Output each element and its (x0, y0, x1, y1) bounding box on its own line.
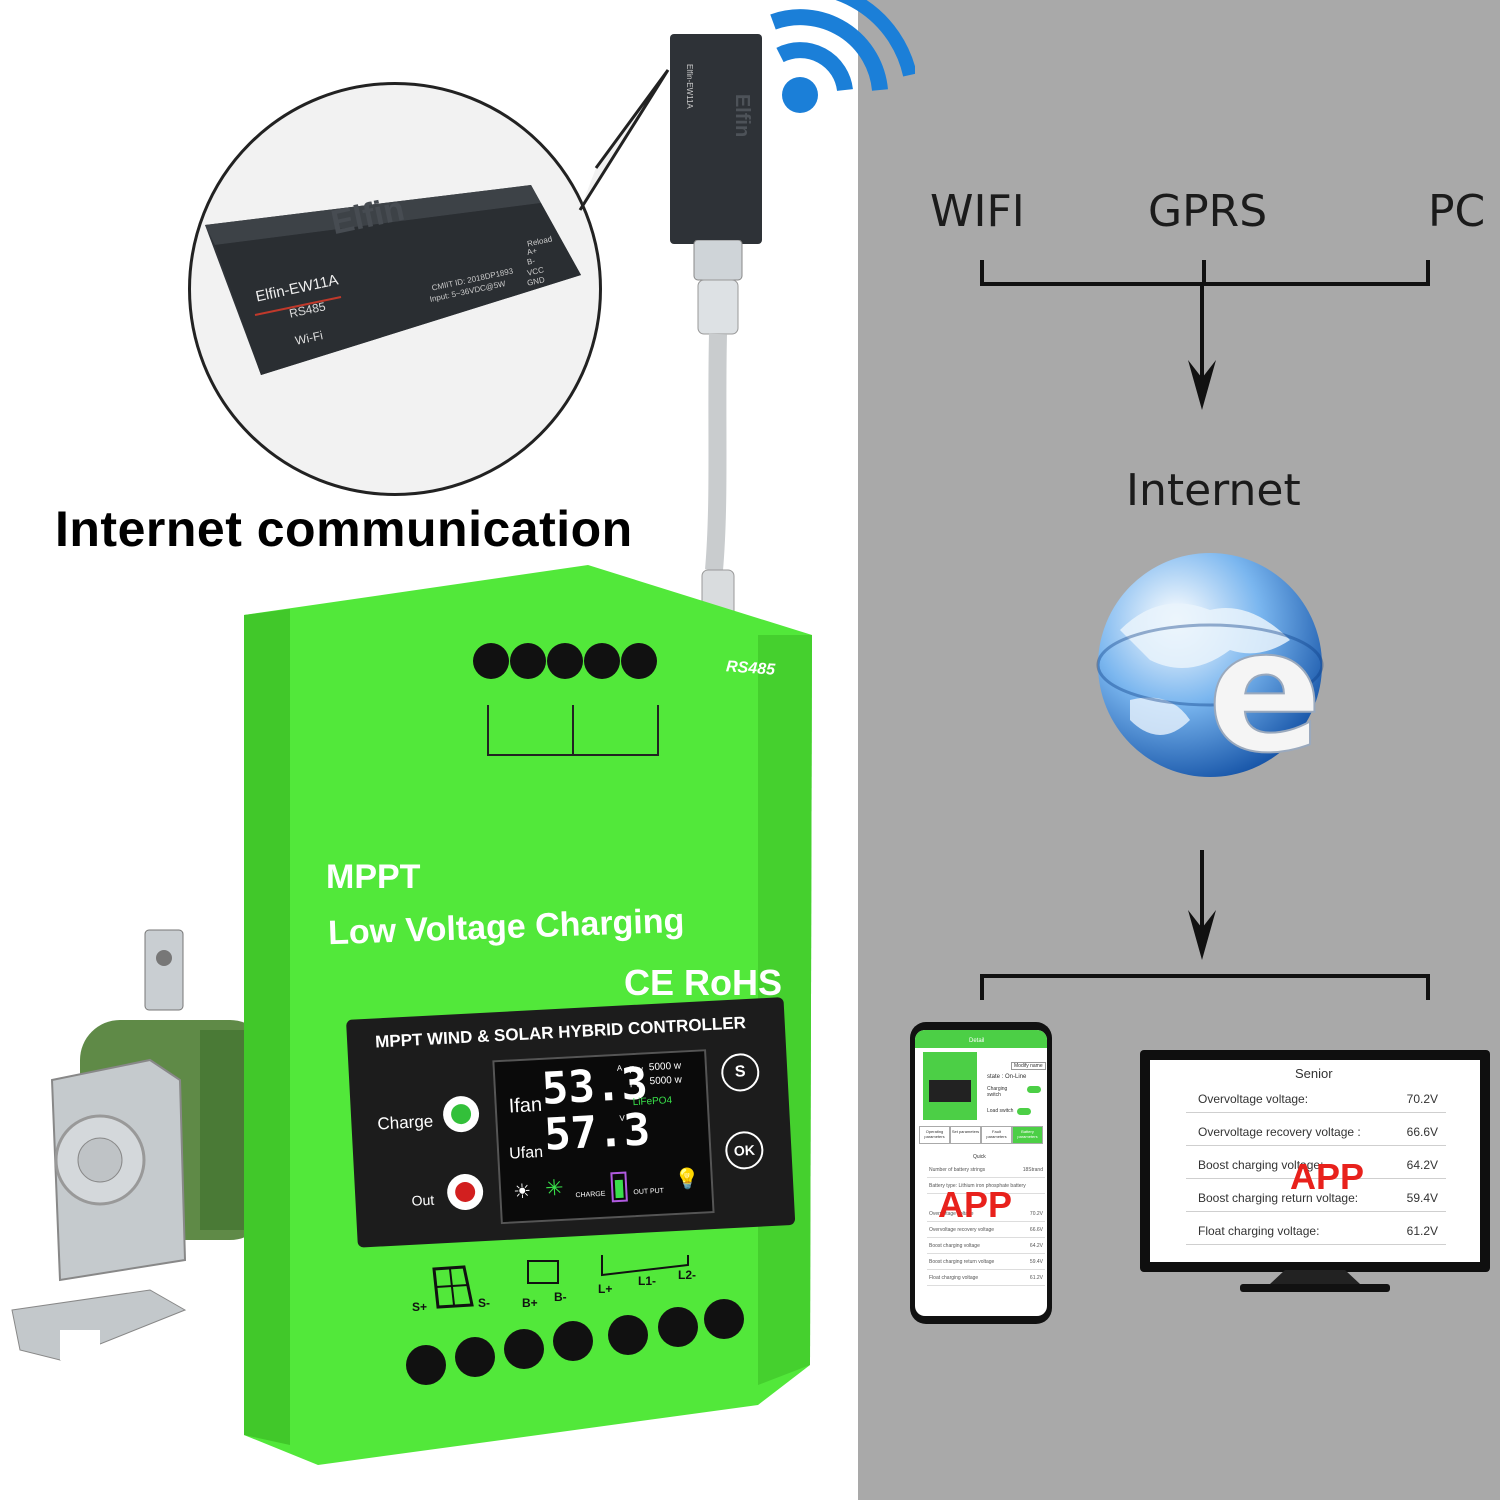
lcd-screen: Ifan 53.3 A 57.3 V Ufan Pw 5000 w Pr 500… (492, 1049, 715, 1225)
phone-state: state : On-Line (987, 1074, 1027, 1080)
charge-led (442, 1095, 481, 1134)
monitor-app-label: APP (1290, 1156, 1365, 1197)
phone-tab-operating[interactable]: Operating parameters (919, 1126, 950, 1144)
lcd-wind-icon: ✳ (544, 1174, 565, 1201)
wifi-module: Elfin Elfin-EW11A (670, 34, 762, 244)
bottom-terminal-block (406, 1299, 744, 1385)
terminal-l-plus: L+ (598, 1282, 613, 1296)
terminal-l1-minus: L1- (638, 1274, 656, 1288)
phone-row: Battery type: Lithium iron phosphate bat… (927, 1178, 1045, 1194)
smartphone: Detail Modify name state : On-Line Charg… (910, 1022, 1052, 1324)
battery-symbol (527, 1260, 559, 1284)
terminal-l2-minus: L2- (678, 1268, 696, 1282)
ok-button[interactable]: OK (724, 1130, 765, 1171)
merge-bracket (980, 260, 1430, 410)
terminal-b-minus: B- (554, 1290, 567, 1304)
monitor-screen: Senior Overvoltage voltage:70.2V Overvol… (1150, 1060, 1480, 1262)
feature-mppt: MPPT (326, 858, 421, 896)
s-button[interactable]: S (720, 1052, 761, 1093)
lcd-bulb-icon: 💡 (674, 1167, 701, 1191)
lcd-output-label: OUT PUT (633, 1187, 665, 1197)
internet-label: Internet (1126, 465, 1301, 516)
top-terminal-block (473, 643, 657, 679)
phone-modify-button[interactable]: Modify name (1011, 1062, 1046, 1070)
callout-tail (578, 69, 670, 211)
lcd-battery-icon (610, 1171, 628, 1203)
svg-text:e: e (1207, 593, 1322, 790)
phone-tab-set[interactable]: Set parameters (950, 1126, 981, 1144)
phone-tab-fault[interactable]: Fault parameters (981, 1126, 1012, 1144)
lcd-charge-label: CHARGE (575, 1190, 606, 1200)
panel-title: MPPT WIND & SOLAR HYBRID CONTROLLER (374, 1013, 747, 1052)
module-brand-small: Elfin (731, 93, 754, 138)
monitor-row: Float charging voltage:61.2V (1186, 1212, 1446, 1245)
lcd-label-ufan: Ufan (508, 1143, 544, 1163)
option-wifi: WIFI (930, 186, 1025, 237)
phone-load-toggle[interactable] (1017, 1108, 1031, 1115)
headline: Internet communication (55, 501, 633, 557)
monitor-row: Overvoltage recovery voltage :66.6V (1186, 1113, 1446, 1146)
lcd-pw-value: 5000 w (648, 1060, 682, 1074)
monitor-row: Boost charging return voltage:59.4V (1186, 1179, 1446, 1212)
lcd-pr-label: Pr (629, 1078, 641, 1091)
out-led (446, 1173, 485, 1211)
lcd-unit-v: V (619, 1113, 626, 1123)
phone-device-thumbnail (923, 1052, 977, 1120)
terminal-s-plus: S+ (412, 1300, 428, 1314)
solar-panel-symbol (432, 1265, 474, 1309)
module-zoom-drawing (205, 185, 581, 375)
rs485-port-label: RS485 (725, 658, 776, 679)
monitor-row: Overvoltage voltage:70.2V (1186, 1080, 1446, 1113)
charge-indicator-label: Charge (376, 1111, 434, 1134)
lcd-label-ifan: Ifan (508, 1093, 543, 1118)
phone-load-switch-label: Load switch (987, 1108, 1014, 1114)
split-bracket (980, 850, 1430, 1000)
lcd-pr-value: 5000 w (649, 1074, 683, 1088)
phone-header-title: Detail (969, 1038, 985, 1044)
terminal-s-minus: S- (478, 1296, 490, 1310)
feature-ce-rohs: CE RoHS (624, 962, 783, 1003)
lcd-battery-type: LiFePO4 (632, 1095, 673, 1109)
load-symbol (601, 1255, 689, 1277)
monitor: Senior Overvoltage voltage:70.2V Overvol… (1140, 1050, 1490, 1272)
lcd-unit-a: A (616, 1063, 623, 1073)
phone-charging-switch-label: Charging switch (987, 1086, 1008, 1098)
module-zoom-pin-b: B- (526, 256, 536, 267)
lcd-value-voltage: 57.3 (542, 1104, 652, 1161)
phone-header-bar: Detail (915, 1030, 1047, 1048)
option-pc: PC (1428, 186, 1486, 237)
monitor-stand (1240, 1270, 1390, 1292)
phone-screen: Detail Modify name state : On-Line Charg… (915, 1030, 1047, 1316)
out-indicator-label: Out (411, 1191, 435, 1209)
phone-tabs: Operating parameters Set parameters Faul… (919, 1126, 1043, 1144)
option-gprs: GPRS (1148, 186, 1268, 237)
lcd-pw-label: Pw (628, 1064, 644, 1077)
wifi-signal-icon (770, 0, 915, 113)
module-model-small: Elfin-EW11A (685, 64, 694, 109)
terminal-b-plus: B+ (522, 1296, 538, 1310)
display-panel: MPPT WIND & SOLAR HYBRID CONTROLLER Char… (346, 997, 796, 1248)
wind-generator-image (11, 929, 280, 1361)
phone-quick-label: Quick (973, 1154, 986, 1160)
monitor-row: Boost charging voltage:64.2V (1186, 1146, 1446, 1179)
phone-tab-battery[interactable]: Battery parameters (1012, 1126, 1043, 1144)
module-zoom-circle: Elfin Elfin-EW11A RS485 Wi-Fi CMIIT ID: … (188, 82, 602, 496)
lcd-sun-icon: ☀ (512, 1180, 532, 1204)
phone-app-label: APP (938, 1184, 1013, 1225)
internet-globe-icon: e (1096, 553, 1324, 790)
monitor-title: Senior (1295, 1066, 1333, 1081)
phone-charging-toggle[interactable] (1027, 1086, 1041, 1093)
